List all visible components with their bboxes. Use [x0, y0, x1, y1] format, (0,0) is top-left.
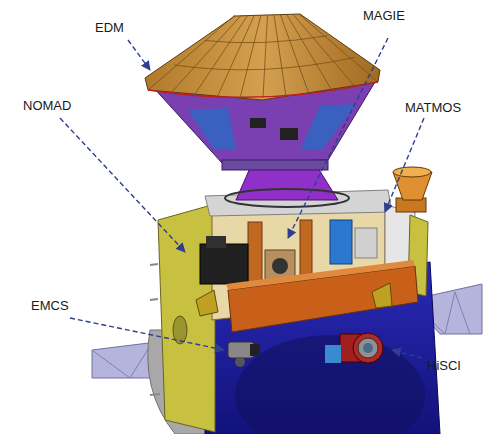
- edm-label: EDM: [94, 20, 125, 35]
- nomad-label: NOMAD: [22, 98, 72, 113]
- leader-lines: [60, 38, 424, 358]
- matmos-telescope: [393, 167, 432, 212]
- tank: [235, 335, 425, 434]
- emcs-sensor: [228, 342, 260, 367]
- hisci-label: HiSCI: [426, 358, 462, 373]
- magie-label: MAGIE: [362, 8, 406, 23]
- hisci-camera: [325, 333, 383, 363]
- matmos-label: MATMOS: [404, 100, 462, 115]
- emcs-label: EMCS: [30, 298, 70, 313]
- edm-module: [145, 14, 380, 170]
- adapter: [236, 168, 338, 200]
